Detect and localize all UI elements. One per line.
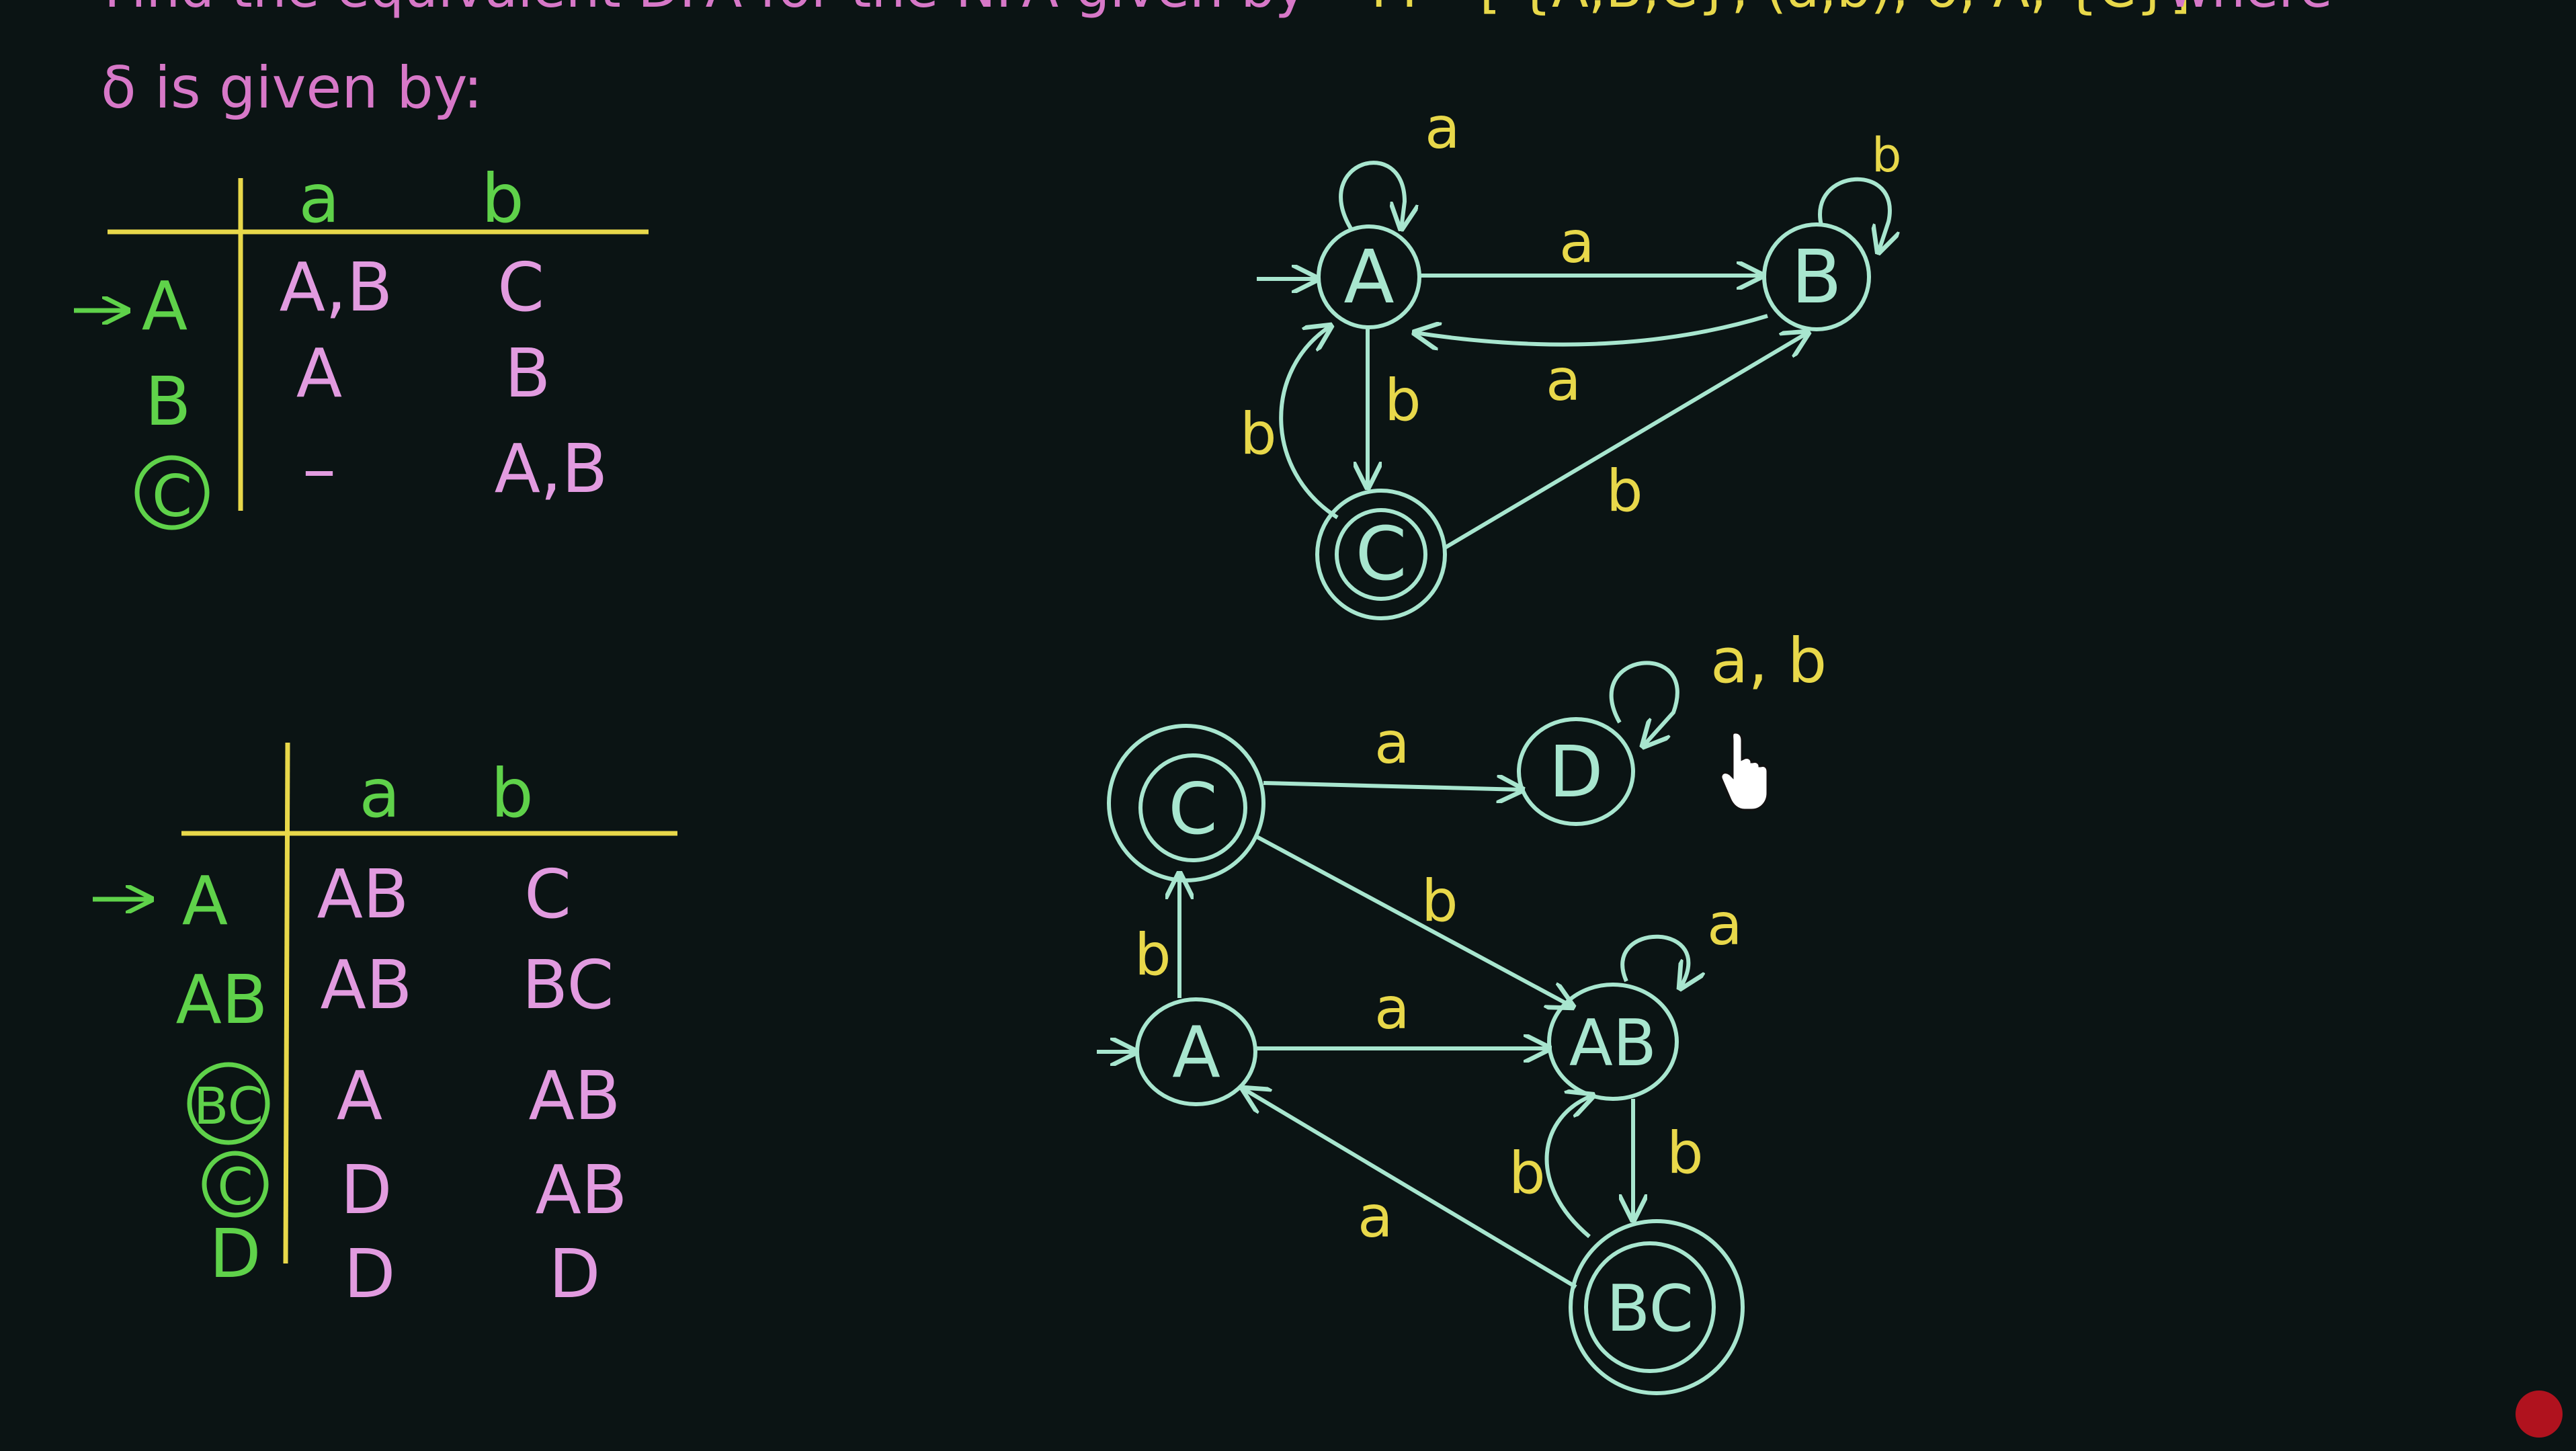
dfa-edge-BC-to-AB (1544, 1095, 1593, 1239)
dfa-cell-D-a: D (343, 1235, 395, 1313)
dfa-row-state-A: A (182, 862, 228, 940)
nfa-label-A-to-B: a (1559, 209, 1595, 276)
nfa-edge-B-to-A (1415, 314, 1768, 345)
dfa-label-BC-to-A: a (1358, 1184, 1393, 1251)
dfa-state-C-label: C (1168, 768, 1217, 850)
nfa-state-B-label: B (1791, 234, 1841, 320)
title-prefix: Find the equivalent DFA for the NFA give… (104, 0, 1306, 19)
dfa-cell-C-a: D (340, 1151, 392, 1229)
nfa-cell-A-b: C (497, 248, 544, 327)
dfa-label-A-to-AB: a (1374, 975, 1410, 1042)
nfa-edge-C-to-B (1444, 333, 1808, 550)
dfa-cell-D-b: D (548, 1235, 600, 1313)
dfa-label-BC-to-AB: b (1509, 1140, 1546, 1207)
dfa-edge-AB-self (1620, 934, 1688, 988)
nfa-cell-C-a: – (302, 429, 336, 508)
dfa-cell-AB-b: BC (522, 946, 614, 1024)
dfa-label-C-to-D: a (1374, 710, 1410, 777)
nfa-label-B-self: b (1872, 128, 1901, 183)
title-tuple: M= [ {A,B,C}, (a,b), δ, A, {C}] (1371, 0, 2191, 19)
dfa-label-AB-self: a (1707, 891, 1743, 958)
nfa-label-C-to-A: b (1240, 401, 1277, 468)
dfa-header-a: a (359, 754, 400, 833)
nfa-cell-B-b: B (505, 334, 551, 413)
dfa-state-C-inner (1138, 753, 1247, 862)
dfa-state-AB-label: AB (1569, 1007, 1657, 1081)
nfa-cell-B-a: A (296, 334, 342, 413)
dfa-label-AB-to-BC: b (1667, 1120, 1704, 1187)
nfa-label-A-self: a (1425, 95, 1460, 162)
dfa-state-D-label: D (1549, 731, 1604, 813)
nfa-label-B-to-A: a (1546, 347, 1581, 414)
nfa-state-C-label: C (1356, 511, 1407, 597)
dfa-cell-A-b: C (524, 855, 571, 934)
dfa-cell-BC-a: A (337, 1056, 382, 1135)
hand-pointer-icon (1720, 731, 1769, 811)
dfa-cell-BC-b: AB (528, 1056, 620, 1135)
dfa-state-diagram (1097, 661, 1745, 1395)
dfa-edge-BC-to-A (1243, 1089, 1577, 1289)
dfa-label-D-self: a, b (1710, 625, 1827, 697)
dfa-row-state-BC: BC (194, 1076, 263, 1136)
dfa-cell-A-a: AB (317, 855, 409, 934)
nfa-row-state-A: A (142, 267, 188, 345)
nfa-edge-A-self (1339, 161, 1405, 229)
dfa-state-D (1517, 717, 1635, 826)
nfa-cell-A-a: A,B (280, 248, 393, 327)
nfa-header-b: b (481, 159, 524, 238)
dfa-cell-C-b: AB (535, 1151, 627, 1229)
nfa-edge-B-self (1818, 177, 1890, 252)
dfa-row-state-C: C (217, 1157, 253, 1216)
dfa-edge-C-to-D (1263, 783, 1522, 790)
nfa-state-diagram (1257, 161, 1890, 620)
dfa-row-state-AB: AB (175, 960, 267, 1039)
title-line2: δ is given by: (101, 54, 483, 122)
problem-title: Find the equivalent DFA for the NFA give… (101, 0, 2333, 122)
nfa-final-state-ring (134, 455, 210, 530)
dfa-row-state-D: D (209, 1214, 261, 1293)
nfa-state-C-outer (1315, 489, 1447, 620)
dfa-transition-table (181, 742, 677, 1264)
nfa-label-A-to-C: b (1384, 367, 1421, 434)
nfa-cell-C-b: A,B (495, 429, 608, 508)
dfa-state-BC-inner (1584, 1241, 1716, 1373)
nfa-row-state-B: B (145, 362, 192, 441)
dfa-edge-D-self (1609, 661, 1679, 746)
nfa-state-A-label: A (1343, 234, 1394, 320)
nfa-label-C-to-B: b (1606, 458, 1643, 525)
nfa-transition-table (108, 178, 649, 511)
dfa-table-column-rule (283, 742, 290, 1264)
dfa-state-A-label: A (1172, 1011, 1220, 1093)
dfa-state-BC-label: BC (1606, 1272, 1694, 1346)
channel-logo-icon (2516, 1391, 2563, 1438)
nfa-state-C-inner (1335, 508, 1427, 601)
dfa-label-A-to-C: b (1134, 921, 1171, 989)
dfa-header-b: b (491, 754, 533, 833)
dfa-cell-AB-a: AB (320, 946, 412, 1024)
dfa-final-state-ring-BC (187, 1062, 270, 1145)
dfa-state-BC-outer (1569, 1219, 1745, 1395)
nfa-row-state-C: C (152, 463, 192, 530)
dfa-edge-C-to-AB (1255, 835, 1573, 1007)
nfa-edge-C-to-A (1279, 326, 1339, 520)
title-suffix: where (2167, 0, 2333, 19)
dfa-label-C-to-AB: b (1421, 868, 1458, 935)
dfa-final-state-ring-C (202, 1151, 269, 1218)
nfa-header-a: a (298, 159, 339, 238)
